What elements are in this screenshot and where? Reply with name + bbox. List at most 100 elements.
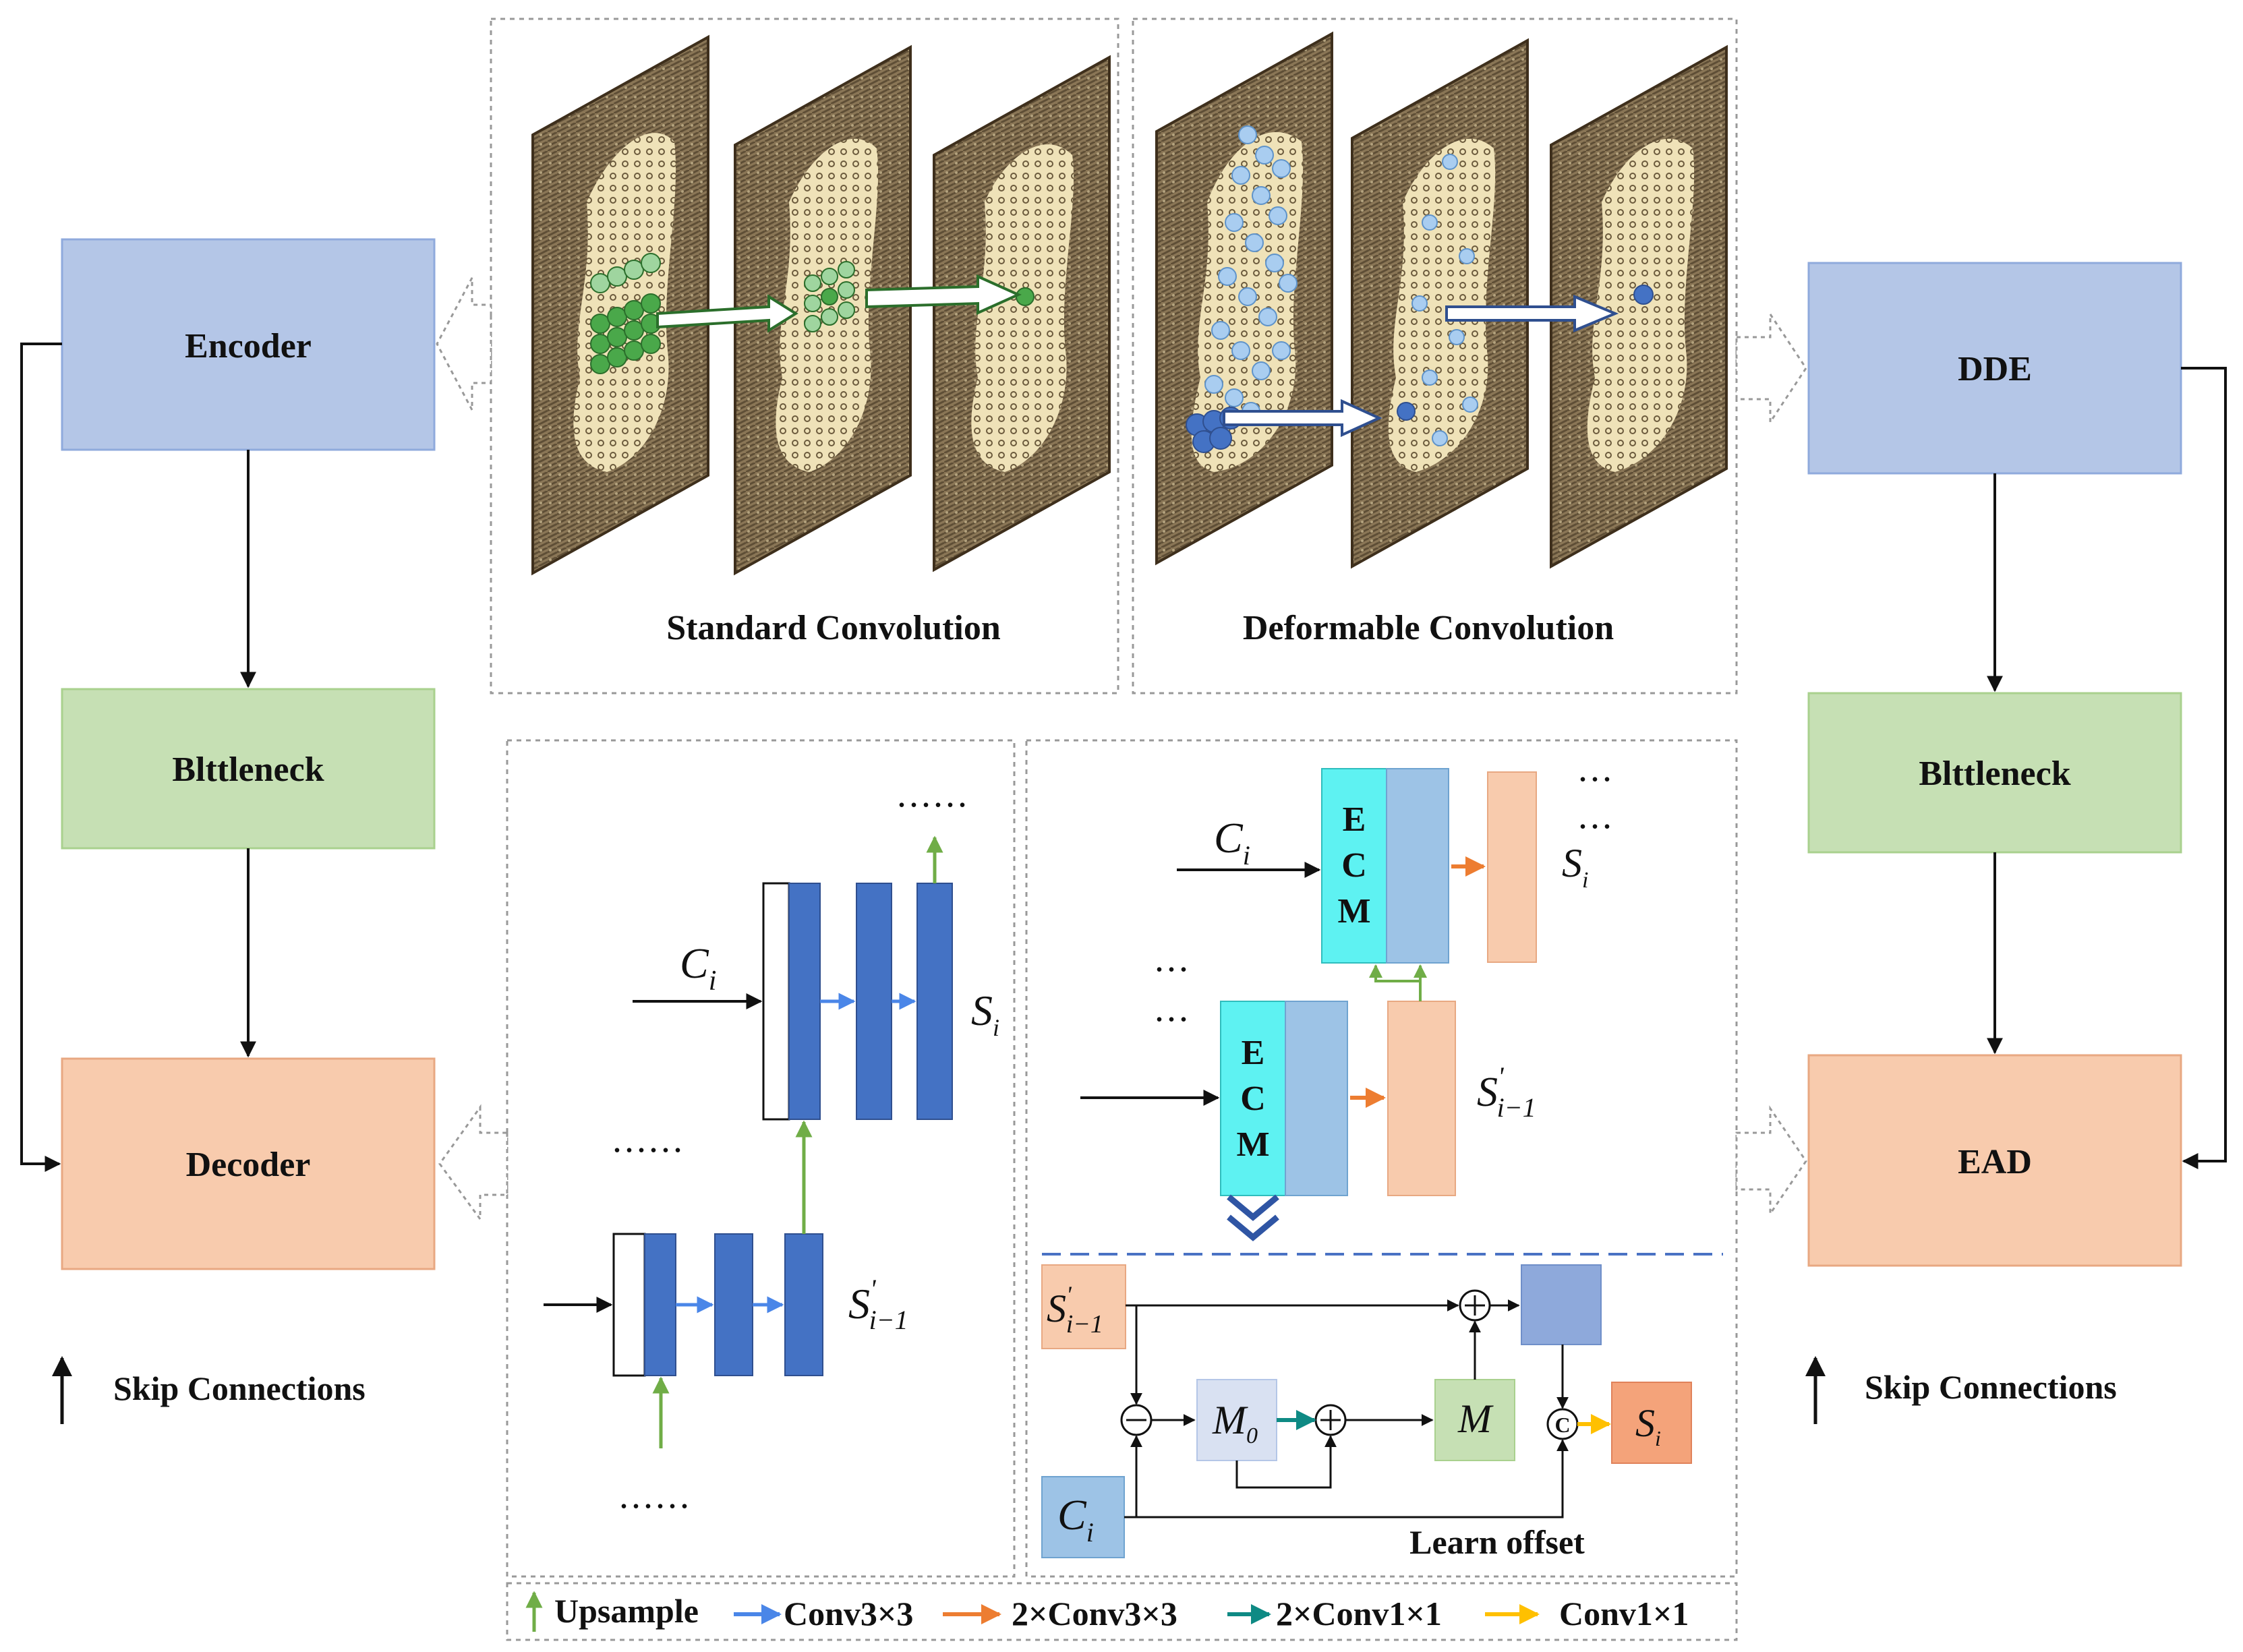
def-map-2 xyxy=(1351,38,1529,569)
right-skip-connection-line xyxy=(2181,367,2227,1169)
legend-border xyxy=(506,1582,1738,1641)
upper-conv-bar-1 xyxy=(788,883,821,1120)
ead-upsample-link xyxy=(1369,964,1422,1001)
lo-m-box xyxy=(1434,1379,1515,1461)
dde-box xyxy=(1807,262,2182,475)
lo-m0-box xyxy=(1196,1379,1277,1461)
lower-ecm-box xyxy=(1220,1001,1286,1196)
lower-conv-bar-3 xyxy=(784,1233,823,1376)
legend-two-conv3-label: 2×Conv3×3 xyxy=(1012,1595,1177,1632)
deformable-conv-panel xyxy=(1132,18,1738,695)
lo-s-prev-box xyxy=(1041,1264,1126,1349)
to-decoder-hollow-arrow xyxy=(438,1104,508,1222)
double-chevron-icon xyxy=(1227,1194,1279,1241)
to-encoder-hollow-arrow xyxy=(436,277,492,411)
lo-m0: M0 xyxy=(1212,1398,1258,1448)
lo-minus-op xyxy=(1120,1404,1153,1436)
lower-ecm-e: E xyxy=(1242,1034,1265,1072)
lo-ci-box xyxy=(1041,1476,1125,1558)
learn-offset-label: Learn offset xyxy=(1409,1523,1585,1561)
legend-upsample-label: Upsample xyxy=(554,1592,699,1630)
decoder-si: Si xyxy=(971,986,999,1041)
standard-conv-feature-maps xyxy=(531,34,1111,576)
decoder-detail-panel: ...... Ci Si S'i−1 ...... ...... xyxy=(438,739,1016,1578)
std-arrow-1 xyxy=(656,294,798,333)
lower-s-prev-box xyxy=(1387,1001,1456,1196)
decoder-detail-border xyxy=(506,739,1016,1578)
std-map-3 xyxy=(933,55,1111,572)
concat-symbol: C xyxy=(1554,1413,1570,1437)
upper-right-dots-2: ... xyxy=(1578,795,1614,837)
lower-input-bar xyxy=(612,1233,646,1377)
lower-ecm-c: C xyxy=(1240,1080,1266,1118)
lo-ci: Ci xyxy=(1057,1491,1094,1547)
left-skip-legend-label: Skip Connections xyxy=(113,1369,366,1407)
left-skip-connection-line xyxy=(20,343,62,1172)
lo-m0-bypass xyxy=(1235,1435,1337,1489)
upper-ecm-box xyxy=(1321,768,1387,964)
def-arrow-2 xyxy=(1445,295,1619,332)
lo-ci-to-concat xyxy=(1136,1439,1569,1518)
def-arrow-1 xyxy=(1223,399,1382,438)
lower-left-dots-2: ... xyxy=(1155,988,1191,1030)
to-dde-hollow-arrow xyxy=(1735,311,1807,425)
ead-upper-ci: Ci xyxy=(1214,814,1250,871)
upper-dots: ...... xyxy=(897,773,970,815)
upper-conv-bar-2 xyxy=(856,883,892,1120)
left-bottleneck-label: Blttleneck xyxy=(172,750,324,789)
lo-m: M xyxy=(1457,1396,1494,1441)
upper-si-box xyxy=(1487,771,1537,963)
upper-input-bar xyxy=(762,882,790,1121)
decoder-s-prev: S'i−1 xyxy=(848,1274,908,1335)
middle-dots: ...... xyxy=(612,1119,685,1160)
deformable-conv-title: Deformable Convolution xyxy=(1243,609,1614,647)
def-map-3 xyxy=(1550,45,1728,569)
lower-ecm-side xyxy=(1285,1001,1348,1196)
decoder-label: Decoder xyxy=(186,1146,311,1184)
right-column: DDE Blttleneck EAD Skip Connections xyxy=(1805,262,2227,1424)
std-arrow-2 xyxy=(865,274,1022,316)
ead-lower-s-prev: S'i−1 xyxy=(1477,1061,1536,1123)
dde-label: DDE xyxy=(1958,350,2032,388)
std-map-2 xyxy=(734,45,912,576)
ead-box xyxy=(1807,1054,2182,1267)
legend-conv1-label: Conv1×1 xyxy=(1559,1595,1689,1632)
upper-ecm-side xyxy=(1386,768,1449,964)
lower-conv-bar-1 xyxy=(644,1233,676,1376)
lower-left-dots-1: ... xyxy=(1155,938,1191,980)
encoder-box xyxy=(61,238,436,451)
lo-plus-op-1 xyxy=(1314,1404,1347,1436)
top-panels: Standard Convolution Deformable Convolut… xyxy=(436,18,1807,695)
upper-right-dots-1: ... xyxy=(1578,748,1614,790)
upper-ecm-e: E xyxy=(1343,800,1366,839)
ead-upper-si: Si xyxy=(1562,841,1588,893)
right-skip-legend-label: Skip Connections xyxy=(1865,1368,2117,1406)
lo-plus-op-2 xyxy=(1459,1289,1491,1322)
encoder-label: Encoder xyxy=(185,327,312,365)
lo-concat-op: C xyxy=(1546,1408,1579,1440)
legend: Upsample Conv3×3 2×Conv3×3 2×Conv1×1 Con… xyxy=(506,1582,1738,1641)
legend-two-conv1-label: 2×Conv1×1 xyxy=(1276,1595,1442,1632)
lo-s-prev: S'i−1 xyxy=(1047,1281,1103,1338)
lower-conv-bar-2 xyxy=(714,1233,753,1376)
lower-ecm-m: M xyxy=(1236,1125,1269,1164)
std-map-1 xyxy=(531,34,709,576)
right-bottleneck-label: Blttleneck xyxy=(1919,755,2070,793)
bottom-dots: ...... xyxy=(619,1475,692,1516)
deformable-conv-feature-maps xyxy=(1155,31,1728,569)
lo-top-right-box xyxy=(1521,1264,1602,1345)
ead-label: EAD xyxy=(1958,1143,2032,1181)
to-ead-hollow-arrow xyxy=(1735,1105,1807,1217)
decoder-ci: Ci xyxy=(680,939,716,997)
lo-si: Si xyxy=(1635,1401,1661,1450)
decoder-box xyxy=(61,1057,436,1270)
upper-conv-bar-3 xyxy=(916,883,953,1120)
left-bottleneck-box xyxy=(61,688,436,850)
lo-si-box xyxy=(1611,1382,1692,1464)
upper-ecm-c: C xyxy=(1341,846,1367,885)
legend-conv3-label: Conv3×3 xyxy=(784,1595,913,1632)
ead-detail-panel: E C M Ci Si ... ... E C M S'i−1 ... ... … xyxy=(1025,739,1807,1578)
def-map-1 xyxy=(1155,31,1333,566)
left-column: Encoder Blttleneck Decoder Skip Connecti… xyxy=(20,238,436,1424)
